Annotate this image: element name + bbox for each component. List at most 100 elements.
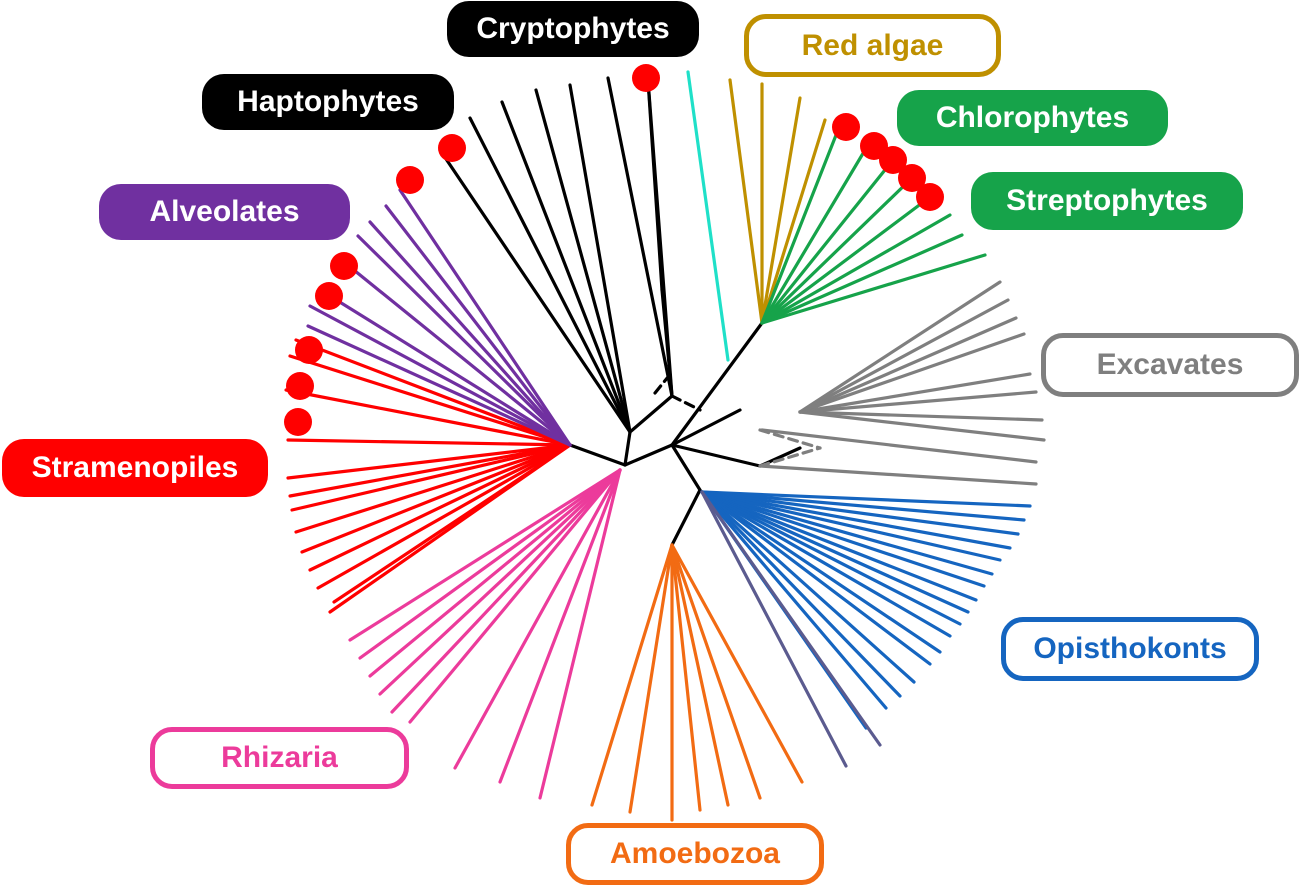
marker-dot <box>879 146 907 174</box>
opisthokont-branch <box>700 490 916 684</box>
backbone-branch <box>670 408 742 447</box>
opisthokont-branch <box>700 490 986 588</box>
red-algae-branch <box>760 96 802 325</box>
stramenopile-branch <box>286 443 572 480</box>
opisthokont-branch <box>700 490 962 626</box>
opisthokont-branch <box>700 490 942 654</box>
label-amoebozoa: Amoebozoa <box>566 823 824 885</box>
excavate-branch <box>798 410 1046 442</box>
red-algae-branch <box>760 118 827 325</box>
excavate-branch <box>798 372 1032 414</box>
alveolate-branch <box>328 294 572 447</box>
label-chlorophytes: Chlorophytes <box>897 90 1168 146</box>
label-excavates: Excavates <box>1041 333 1299 397</box>
backbone-branch <box>568 443 627 467</box>
marker-dot <box>295 336 323 364</box>
haptophyte-branch <box>438 148 632 434</box>
green-branch <box>760 123 842 325</box>
backbone-branch <box>670 443 702 492</box>
marker-dot <box>284 408 312 436</box>
green-branch <box>760 143 870 325</box>
stramenopile-branch <box>328 443 572 614</box>
green-branch <box>760 233 964 325</box>
excavate-branch <box>760 428 1038 464</box>
rhizaria-branch <box>538 468 622 800</box>
label-red-algae: Red algae <box>744 14 1001 77</box>
green-branch <box>760 195 932 325</box>
rhizaria-branch <box>378 468 622 696</box>
stramenopile-branch <box>286 438 572 447</box>
rhizaria-branch <box>498 468 622 784</box>
backbone-branch <box>628 394 674 434</box>
marker-dot <box>438 134 466 162</box>
amoebozoa-branch <box>628 543 674 814</box>
slate-branch <box>700 490 848 768</box>
rhizaria-branch <box>390 468 622 714</box>
haptophyte-branch <box>534 88 632 434</box>
alveolate-branch <box>306 324 572 447</box>
excavate-branch <box>798 316 1018 414</box>
opisthokont-branch <box>700 490 1032 508</box>
stramenopile-branch <box>288 443 572 498</box>
rhizaria-branch <box>453 468 622 770</box>
amoebozoa-branch <box>670 543 804 784</box>
backbone-branch <box>670 443 762 468</box>
green-branch <box>760 213 952 325</box>
amoebozoa-branch <box>670 543 730 807</box>
excavate-branch <box>758 446 822 468</box>
stramenopile-branch <box>294 338 572 447</box>
label-alveolates: Alveolates <box>99 184 350 240</box>
rhizaria-branch <box>358 468 622 660</box>
label-opisthokonts: Opisthokonts <box>1001 617 1259 681</box>
excavate-branch <box>758 464 1038 486</box>
alveolate-branch <box>356 234 572 447</box>
green-branch <box>760 253 987 325</box>
marker-dot <box>330 252 358 280</box>
opisthokont-branch <box>700 490 1020 536</box>
cryptophyte-branch <box>660 288 674 398</box>
marker-dot <box>396 166 424 194</box>
slate-branch <box>700 490 882 747</box>
stramenopile-branch <box>300 443 572 554</box>
excavate-branch <box>758 428 822 450</box>
alveolate-branch <box>342 260 572 447</box>
excavate-branch <box>798 410 1044 422</box>
alveolate-branch <box>384 204 572 447</box>
label-streptophytes: Streptophytes <box>971 172 1243 230</box>
cyan-branch <box>686 70 730 362</box>
amoebozoa-branch <box>670 543 702 812</box>
opisthokont-branch <box>700 490 902 698</box>
red-algae-branch <box>728 78 764 325</box>
cryptophyte-branch <box>670 394 702 412</box>
excavate-branch <box>798 280 1002 414</box>
haptophyte-branch <box>468 116 632 434</box>
opisthokont-branch <box>700 490 1002 562</box>
excavate-branch <box>798 332 1026 414</box>
marker-dot <box>916 183 944 211</box>
amoebozoa-branch <box>670 543 762 800</box>
opisthokont-branch <box>700 490 952 638</box>
backbone-branch <box>670 321 764 447</box>
cryptophyte-branch <box>646 78 664 292</box>
label-stramenopiles: Stramenopiles <box>2 439 268 497</box>
stramenopile-branch <box>294 443 572 534</box>
opisthokont-branch <box>700 490 978 602</box>
cryptophyte-branch <box>653 370 674 395</box>
backbone-branch <box>623 443 674 467</box>
label-cryptophytes: Cryptophytes <box>447 1 699 57</box>
opisthokont-branch <box>700 490 932 666</box>
haptophyte-branch <box>500 100 632 434</box>
stramenopile-branch <box>284 388 572 447</box>
marker-dot <box>286 372 314 400</box>
backbone-branch <box>623 430 632 467</box>
stramenopile-branch <box>288 354 572 447</box>
alveolate-branch <box>308 304 572 447</box>
stramenopile-branch <box>308 443 572 572</box>
excavate-branch <box>798 298 1010 414</box>
marker-dot <box>315 282 343 310</box>
cryptophyte-branch <box>606 76 674 398</box>
excavate-branch <box>798 390 1038 414</box>
opisthokont-branch <box>700 490 888 710</box>
alveolate-branch <box>398 188 572 447</box>
